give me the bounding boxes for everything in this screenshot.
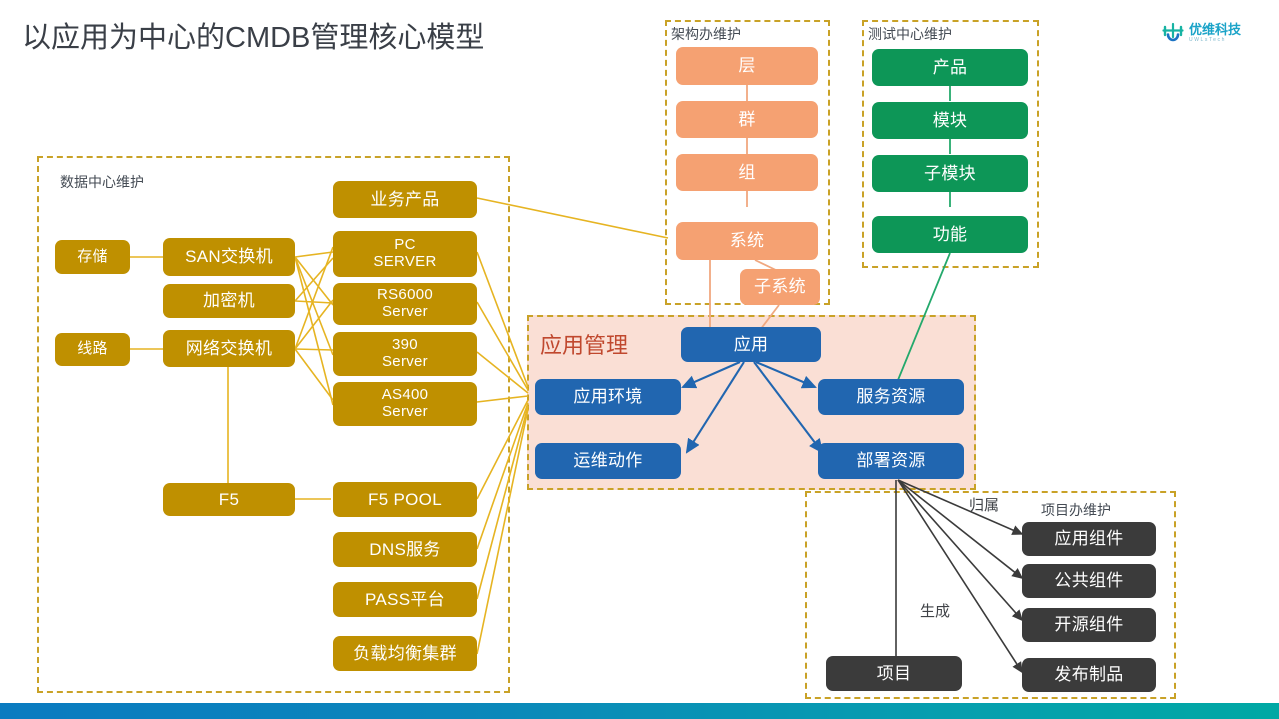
node-kyzujian[interactable]: 开源组件 [1022, 608, 1156, 642]
node-yyhuanjing[interactable]: 应用环境 [535, 379, 681, 415]
group-architecture-label: 架构办维护 [671, 26, 741, 42]
node-yewuchanpin[interactable]: 业务产品 [333, 181, 477, 218]
node-chanpin[interactable]: 产品 [872, 49, 1028, 86]
node-f5pool[interactable]: F5 POOL [333, 482, 477, 517]
group-pmo-label: 项目办维护 [1041, 502, 1111, 518]
node-fbzhipin[interactable]: 发布制品 [1022, 658, 1156, 692]
node-rs6000[interactable]: RS6000 Server [333, 283, 477, 325]
node-as400[interactable]: AS400 Server [333, 382, 477, 426]
node-fuwuziyuan[interactable]: 服务资源 [818, 379, 964, 415]
node-ceng[interactable]: 层 [676, 47, 818, 85]
node-ggzujian[interactable]: 公共组件 [1022, 564, 1156, 598]
logo-subtitle: UWLsTech [1189, 37, 1226, 43]
node-xianlu[interactable]: 线路 [55, 333, 130, 366]
group-datacenter-label: 数据中心维护 [60, 174, 144, 190]
uwl-logo-icon [1162, 22, 1184, 44]
panel-application-management-title: 应用管理 [540, 333, 629, 358]
node-jiamiji[interactable]: 加密机 [163, 284, 295, 318]
brand-logo: 优维科技 UWLsTech [1162, 22, 1241, 44]
node-xiangmu[interactable]: 项目 [826, 656, 962, 691]
edge-label-guishu: 归属 [969, 497, 1000, 514]
node-lbcluster[interactable]: 负载均衡集群 [333, 636, 477, 671]
node-390[interactable]: 390 Server [333, 332, 477, 376]
node-netsw[interactable]: 网络交换机 [163, 330, 295, 367]
group-testcenter-label: 测试中心维护 [868, 26, 952, 42]
node-ywdongzuo[interactable]: 运维动作 [535, 443, 681, 479]
node-f5[interactable]: F5 [163, 483, 295, 516]
node-san[interactable]: SAN交换机 [163, 238, 295, 276]
logo-name: 优维科技 [1189, 22, 1242, 37]
footer-bar [0, 703, 1279, 719]
edge-label-shengcheng: 生成 [920, 603, 951, 620]
node-bushuziyuan[interactable]: 部署资源 [818, 443, 964, 479]
node-pcserver[interactable]: PC SERVER [333, 231, 477, 277]
node-xitong[interactable]: 系统 [676, 222, 818, 260]
page-title: 以应用为中心的CMDB管理核心模型 [22, 22, 485, 54]
node-qun[interactable]: 群 [676, 101, 818, 138]
node-pass[interactable]: PASS平台 [333, 582, 477, 617]
node-yingyong[interactable]: 应用 [681, 327, 821, 362]
node-zu[interactable]: 组 [676, 154, 818, 191]
node-yyzujian[interactable]: 应用组件 [1022, 522, 1156, 556]
node-dns[interactable]: DNS服务 [333, 532, 477, 567]
node-mokuai[interactable]: 模块 [872, 102, 1028, 139]
node-cunchu[interactable]: 存储 [55, 240, 130, 274]
node-zixitong[interactable]: 子系统 [740, 269, 820, 305]
node-zimokuai[interactable]: 子模块 [872, 155, 1028, 192]
node-gongneng[interactable]: 功能 [872, 216, 1028, 253]
